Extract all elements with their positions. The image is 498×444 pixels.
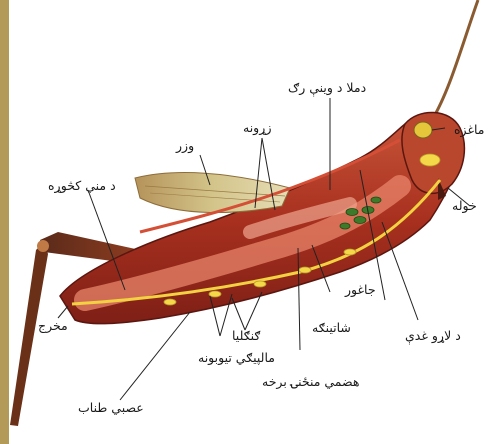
label-intestine: د مني کڅوړه — [48, 180, 116, 193]
eye — [414, 122, 432, 138]
label-brain: ماغزه — [454, 124, 485, 137]
antenna — [432, 0, 478, 120]
label-mouth: خوله — [452, 200, 477, 213]
label-nerve-cord: عصبي طناب — [78, 402, 144, 415]
hind-leg-joint — [37, 240, 49, 252]
hind-leg-tibia — [10, 242, 48, 426]
label-gastric-caeca: شاتينګه — [312, 322, 351, 335]
label-muscles: زړونه — [243, 122, 271, 135]
label-salivary-glands: د لاړو غدې — [405, 330, 461, 343]
label-heart: دملا د وينې رګ — [288, 82, 366, 95]
label-digestive-midgut: هضمي منځنۍ برخه — [262, 376, 359, 389]
label-anus: مخرج — [38, 320, 68, 333]
label-malpighian-tubules: مالپيګي تيوبونه — [198, 352, 275, 365]
label-wing: وزر — [176, 140, 194, 153]
wing — [135, 173, 290, 213]
label-ganglia: ګنګليا — [232, 330, 260, 343]
label-crop: جاغور — [345, 284, 376, 297]
